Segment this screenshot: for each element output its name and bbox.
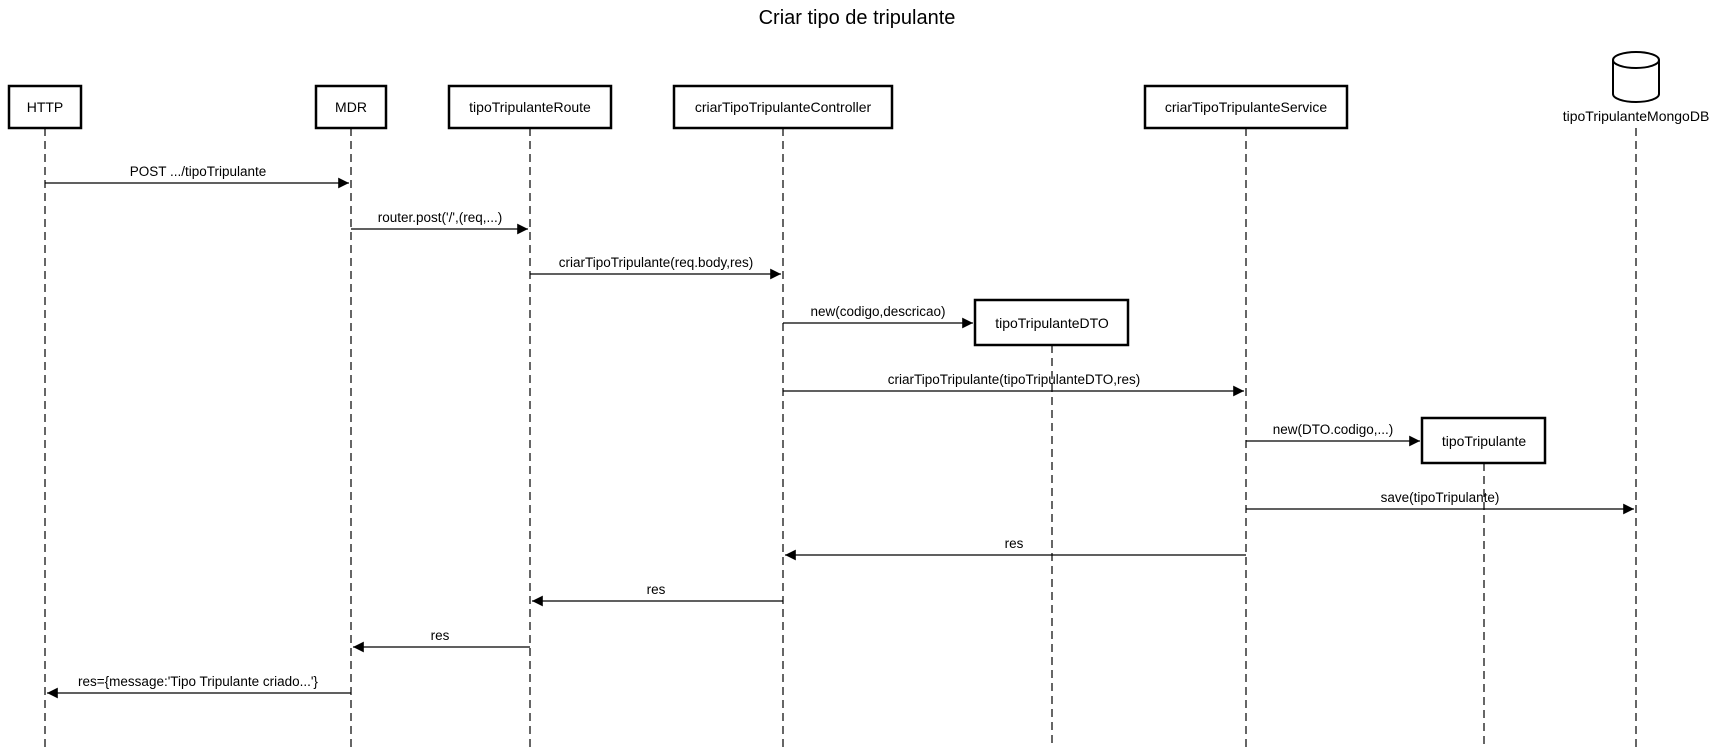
participant-label: MDR: [335, 99, 367, 115]
message-10: res: [353, 628, 530, 653]
participant-route: tipoTripulanteRoute: [447, 84, 613, 130]
participant-service: criarTipoTripulanteService: [1143, 84, 1349, 130]
message-label: new(codigo,descricao): [810, 304, 945, 319]
message-label: POST .../tipoTripulante: [130, 164, 267, 179]
participant-http: HTTP: [7, 84, 83, 130]
message-label: criarTipoTripulante(req.body,res): [559, 255, 754, 270]
created-object-label: tipoTripulanteDTO: [995, 315, 1109, 331]
created-object-label: tipoTripulante: [1442, 433, 1527, 449]
message-5: criarTipoTripulante(tipoTripulanteDTO,re…: [783, 372, 1244, 397]
message-label: res: [647, 582, 666, 597]
participant-controller: criarTipoTripulanteController: [672, 84, 894, 130]
message-6: new(DTO.codigo,...): [1246, 422, 1420, 447]
message-1: POST .../tipoTripulante: [45, 164, 349, 189]
message-9: res: [532, 582, 783, 607]
message-7: save(tipoTripulante): [1246, 490, 1634, 515]
participant-label: tipoTripulanteMongoDB: [1563, 108, 1710, 124]
message-4: new(codigo,descricao): [783, 304, 973, 329]
message-label: new(DTO.codigo,...): [1273, 422, 1394, 437]
participant-label: HTTP: [27, 99, 64, 115]
message-label: res={message:'Tipo Tripulante criado...'…: [78, 674, 318, 689]
participant-label: criarTipoTripulanteController: [695, 99, 872, 115]
message-2: router.post('/',(req,...): [351, 210, 528, 235]
message-label: criarTipoTripulante(tipoTripulanteDTO,re…: [888, 372, 1141, 387]
diagram-title: Criar tipo de tripulante: [759, 7, 956, 29]
created-object-dto: tipoTripulanteDTO: [973, 298, 1130, 347]
participant-mdr: MDR: [314, 84, 388, 130]
message-label: router.post('/',(req,...): [378, 210, 502, 225]
message-label: res: [1005, 536, 1024, 551]
participant-label: tipoTripulanteRoute: [469, 99, 591, 115]
message-8: res: [785, 536, 1246, 561]
message-3: criarTipoTripulante(req.body,res): [530, 255, 781, 280]
database-icon: [1612, 51, 1660, 103]
participant-label: criarTipoTripulanteService: [1165, 99, 1328, 115]
created-object-tipo: tipoTripulante: [1420, 416, 1547, 465]
message-label: res: [431, 628, 450, 643]
message-label: save(tipoTripulante): [1381, 490, 1500, 505]
message-11: res={message:'Tipo Tripulante criado...'…: [47, 674, 351, 699]
participant-mongo: tipoTripulanteMongoDB: [1563, 51, 1710, 124]
